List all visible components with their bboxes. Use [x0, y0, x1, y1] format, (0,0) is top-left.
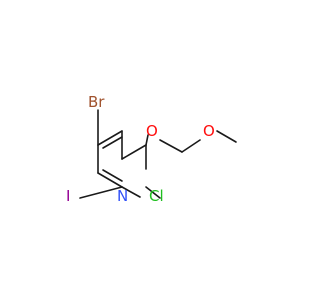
structure-canvas: Br O O I N Cl	[66, 93, 237, 205]
atom-label-n: N	[117, 187, 128, 205]
atom-label-o1: O	[146, 122, 158, 140]
bond-c6-n	[121, 186, 141, 198]
atom-label-o2: O	[203, 122, 215, 140]
bond-c5-c6-inner	[102, 169, 123, 182]
molecule-diagram: Br O O I N Cl	[66, 93, 237, 205]
bond-ch2-o2	[181, 139, 201, 153]
atom-label-br: Br	[88, 93, 105, 111]
bond-c4-c3	[97, 130, 123, 146]
bond-c6-c1	[121, 144, 147, 160]
bond-c-o1	[145, 134, 149, 146]
bond-o2-ch3	[216, 130, 237, 143]
bond-c4-c3-inner	[102, 136, 123, 149]
atom-label-cl: Cl	[149, 187, 164, 205]
bond-c-i	[79, 186, 123, 199]
bond-c5-c6	[97, 172, 123, 188]
bond-c-cl	[145, 186, 161, 199]
bond-o1-ch2	[159, 139, 183, 153]
atom-label-i: I	[66, 187, 70, 205]
